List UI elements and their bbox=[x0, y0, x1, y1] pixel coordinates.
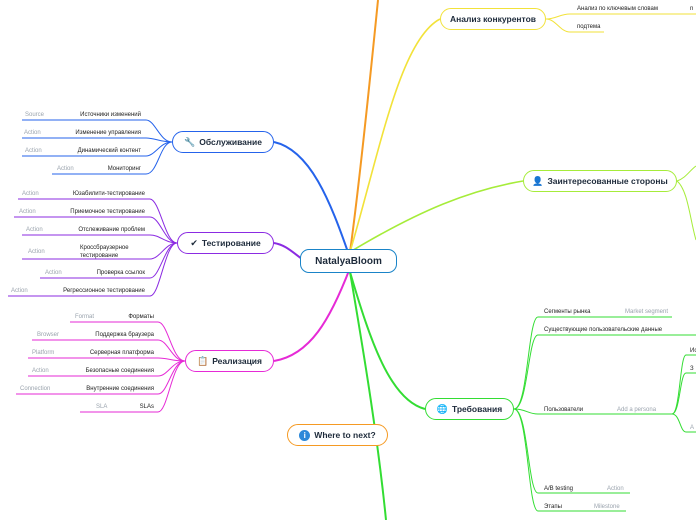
maintenance-item-dynamic-content[interactable]: Динамический контент bbox=[77, 148, 141, 154]
requirements-item-milestones[interactable]: Этапы bbox=[544, 504, 562, 510]
tag-connection: Connection bbox=[20, 386, 51, 392]
branch-implementation-label: Реализация bbox=[212, 356, 262, 366]
testing-item-link-checking[interactable]: Проверка ссылок bbox=[96, 270, 145, 276]
tag-sla: SLA bbox=[96, 404, 108, 410]
tag-action: Action bbox=[26, 227, 43, 233]
branch-competitor-analysis[interactable]: Анализ конкурентов bbox=[440, 8, 546, 30]
maintenance-item-sources[interactable]: Источники изменений bbox=[80, 112, 141, 118]
tag-action: Action bbox=[11, 288, 28, 294]
implementation-item-browser-support[interactable]: Поддержка браузера bbox=[95, 332, 154, 338]
maintenance-item-change-management[interactable]: Изменение управления bbox=[75, 130, 141, 136]
tag-action: Action bbox=[28, 249, 45, 255]
testing-item-issue-tracking[interactable]: Отслеживание проблем bbox=[78, 227, 145, 233]
branch-where-to-next[interactable]: i Where to next? bbox=[287, 424, 388, 446]
implementation-item-secure-connections[interactable]: Безопасные соединения bbox=[85, 368, 154, 374]
tag-action: Action bbox=[19, 209, 36, 215]
requirements-item-market-segments[interactable]: Сегменты рынка bbox=[544, 309, 591, 315]
branch-stakeholders-label: Заинтересованные стороны bbox=[547, 176, 668, 186]
testing-item-acceptance[interactable]: Приемочное тестирование bbox=[70, 209, 145, 215]
central-topic[interactable]: NatalyaBloom bbox=[300, 249, 397, 273]
notepad-icon: 📋 bbox=[196, 355, 209, 366]
tag-action: Action bbox=[22, 191, 39, 197]
tag-browser: Browser bbox=[37, 332, 60, 338]
globe-icon: 🌐 bbox=[436, 403, 448, 414]
tag-action: Action bbox=[45, 270, 62, 276]
branch-stakeholders[interactable]: 👤 Заинтересованные стороны bbox=[523, 170, 677, 192]
branch-where-to-next-label: Where to next? bbox=[314, 430, 376, 440]
branch-maintenance-label: Обслуживание bbox=[199, 137, 262, 147]
branch-testing-label: Тестирование bbox=[201, 238, 261, 248]
branch-requirements[interactable]: 🌐 Требования bbox=[425, 398, 514, 420]
tag-platform: Platform bbox=[32, 350, 55, 356]
tag-format: Format bbox=[75, 314, 95, 320]
implementation-item-formats[interactable]: Форматы bbox=[128, 314, 154, 320]
branch-maintenance[interactable]: 🔧 Обслуживание bbox=[172, 131, 274, 153]
tag-action: Action bbox=[25, 148, 42, 154]
testing-item-cross-browser[interactable]: Кроссбраузерное тестирование bbox=[80, 245, 129, 259]
users-subitem-3[interactable]: A bbox=[690, 425, 695, 431]
maintenance-item-monitoring[interactable]: Мониторинг bbox=[107, 166, 141, 172]
requirements-item-existing-user-data[interactable]: Существующие пользовательские данные bbox=[544, 327, 663, 333]
competitor-item-keyword-tag: n bbox=[690, 6, 694, 12]
competitor-item-keyword-analysis[interactable]: Анализ по ключевым словам bbox=[577, 6, 658, 12]
testing-item-regression[interactable]: Регрессионное тестирование bbox=[63, 288, 145, 294]
requirements-item-users[interactable]: Пользователи bbox=[544, 407, 584, 413]
users-subitem-2[interactable]: З bbox=[690, 366, 694, 372]
wrench-icon: 🔧 bbox=[184, 136, 196, 147]
tag-action: Action bbox=[607, 486, 624, 492]
competitor-item-subtopic[interactable]: подтема bbox=[577, 24, 601, 30]
checkmark-icon: ✔ bbox=[190, 237, 198, 248]
branch-testing[interactable]: ✔ Тестирование bbox=[177, 232, 274, 254]
tag-action: Action bbox=[24, 130, 41, 136]
branch-requirements-label: Требования bbox=[451, 404, 503, 414]
users-subitem-1[interactable]: Ис bbox=[690, 348, 696, 354]
implementation-item-slas[interactable]: SLAs bbox=[139, 404, 154, 410]
branch-implementation[interactable]: 📋 Реализация bbox=[185, 350, 274, 372]
tag-source: Source bbox=[25, 112, 45, 118]
person-icon: 👤 bbox=[532, 175, 544, 186]
tag-market-segment: Market segment bbox=[625, 309, 669, 315]
tag-action: Action bbox=[57, 166, 74, 172]
tag-add-persona: Add a persona bbox=[617, 407, 657, 413]
requirements-item-ab-testing[interactable]: A/B testing bbox=[544, 486, 574, 492]
testing-item-usability[interactable]: Юзабилити-тестирование bbox=[72, 191, 145, 197]
info-icon: i bbox=[299, 429, 311, 441]
implementation-item-server-platform[interactable]: Серверная платформа bbox=[89, 350, 154, 356]
implementation-item-internal-connections[interactable]: Внутренние соединения bbox=[86, 386, 154, 392]
tag-milestone: Milestone bbox=[594, 504, 620, 510]
branch-competitor-analysis-label: Анализ конкурентов bbox=[449, 14, 537, 24]
tag-action: Action bbox=[32, 368, 49, 374]
